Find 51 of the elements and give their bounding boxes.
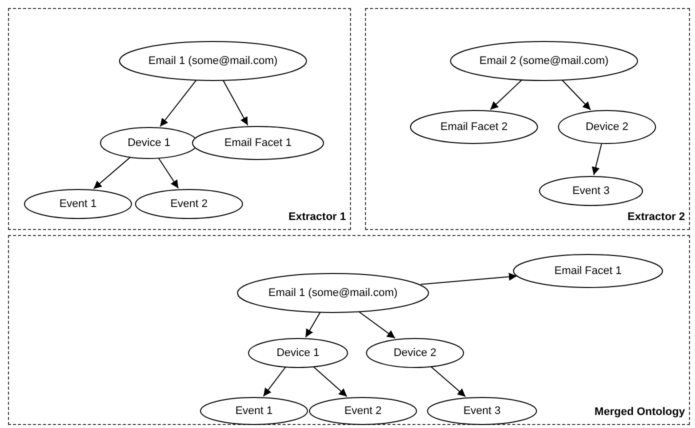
dashed-panel xyxy=(8,8,351,230)
ellipse-node xyxy=(192,126,324,160)
panel-label: Extractor 2 xyxy=(628,210,685,224)
arrow xyxy=(312,366,348,398)
ellipse-node xyxy=(410,110,538,144)
node-label: Email Facet 1 xyxy=(224,136,292,151)
node-label: Device 1 xyxy=(276,346,320,361)
dashed-panel xyxy=(8,235,690,425)
arrow xyxy=(222,79,248,126)
node-label: Event 2 xyxy=(170,196,208,212)
arrow xyxy=(158,157,179,189)
node-label: Email Facet 2 xyxy=(440,120,508,135)
dashed-panel xyxy=(365,8,690,230)
node-label: Device 2 xyxy=(586,120,628,135)
ellipse-node xyxy=(200,397,308,425)
arrow xyxy=(93,156,132,190)
ellipse-node xyxy=(237,273,429,313)
ellipse-node xyxy=(24,189,132,219)
arrow xyxy=(160,79,198,127)
arrow xyxy=(420,272,518,285)
node-label: Email 1 (some@mail.com) xyxy=(268,286,398,301)
ellipse-node xyxy=(100,127,198,159)
ellipse-node xyxy=(248,338,348,368)
ellipse-node xyxy=(135,189,243,219)
ellipse-node xyxy=(309,397,417,425)
node-label: Email Facet 1 xyxy=(554,264,622,279)
node-label: Event 3 xyxy=(463,404,501,419)
ellipse-node xyxy=(450,41,638,81)
node-label: Event 1 xyxy=(59,196,97,212)
arrow xyxy=(305,311,321,338)
arrow xyxy=(490,79,523,110)
ellipse-node xyxy=(119,41,307,81)
node-label: Event 3 xyxy=(572,184,610,199)
arrow xyxy=(262,366,286,397)
ellipse-node xyxy=(366,338,464,368)
arrow xyxy=(561,79,592,110)
panel-label: Extractor 1 xyxy=(288,210,346,224)
node-label: Email 2 (some@mail.com) xyxy=(479,54,609,69)
panel-label: Merged Ontology xyxy=(594,404,685,420)
arrow xyxy=(430,366,466,398)
arrow xyxy=(592,142,602,176)
node-label: Device 2 xyxy=(394,346,436,361)
node-label: Event 1 xyxy=(235,404,273,419)
ellipse-node xyxy=(513,254,663,288)
ellipse-node xyxy=(427,397,537,425)
node-label: Event 2 xyxy=(344,404,382,419)
node-label: Device 1 xyxy=(128,136,170,151)
arrow xyxy=(358,310,396,339)
ellipse-node xyxy=(539,176,643,206)
node-label: Email 1 (some@mail.com) xyxy=(148,54,278,69)
ellipse-node xyxy=(558,110,656,144)
